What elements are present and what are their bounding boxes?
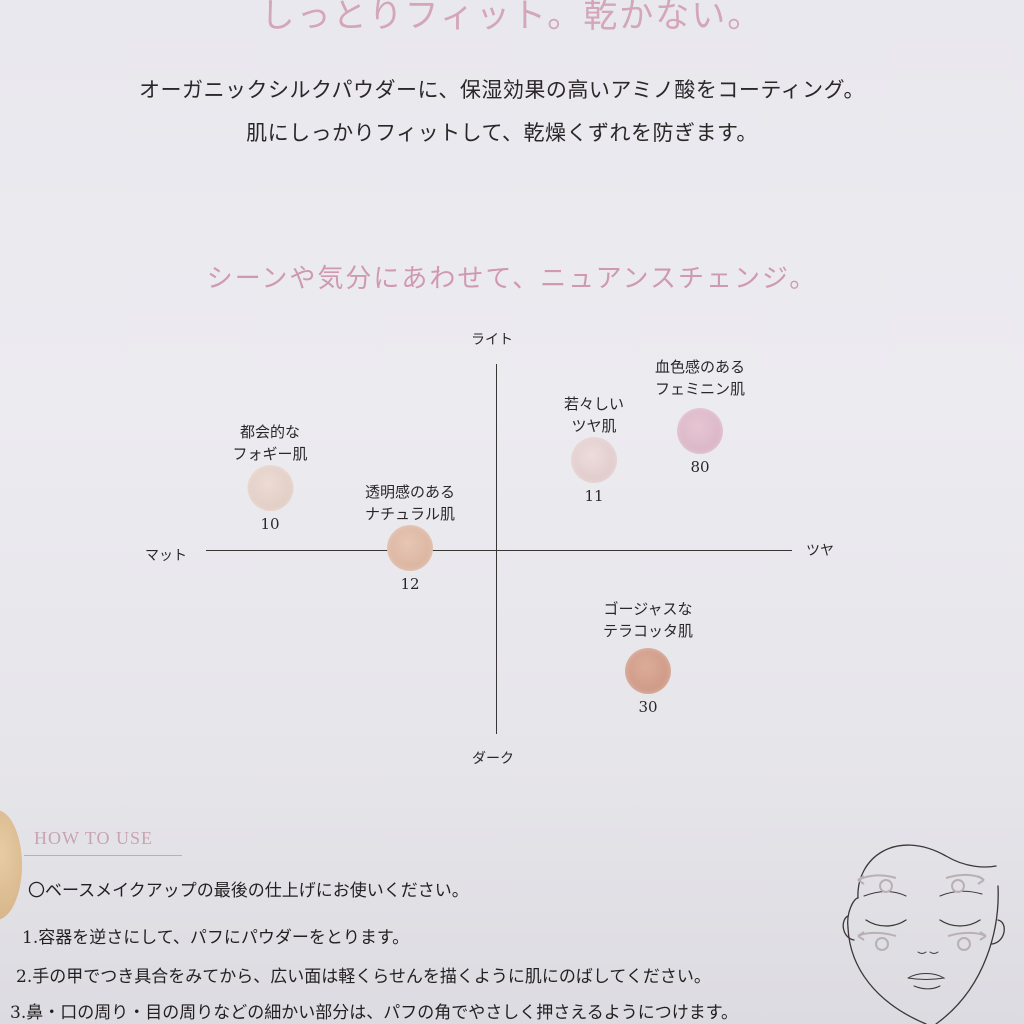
howto-step-3: 3.鼻・口の周り・目の周りなどの細かい部分は、パフの角でやさしく押さえるようにつ… bbox=[10, 1003, 739, 1023]
shade-label-line2: フォギー肌 bbox=[232, 445, 308, 463]
shade-swatch bbox=[570, 437, 617, 483]
shade-label-line1: 透明感のある bbox=[364, 483, 456, 501]
shade-label-line2: ツヤ肌 bbox=[571, 417, 617, 435]
shade-point-80[interactable]: 血色感のある フェミニン肌 80 bbox=[655, 356, 745, 478]
finger-edge bbox=[0, 810, 22, 920]
shade-label-line2: フェミニン肌 bbox=[654, 380, 746, 398]
shade-swatch bbox=[624, 648, 671, 694]
howto-title: HOW TO USE bbox=[34, 828, 154, 848]
shade-label-line2: ナチュラル肌 bbox=[364, 505, 456, 523]
axis-label-light: ライト bbox=[471, 332, 513, 348]
shade-point-10[interactable]: 都会的な フォギー肌 10 bbox=[232, 421, 307, 535]
shade-label-line1: 都会的な bbox=[239, 423, 301, 441]
axis-label-glow: ツヤ bbox=[806, 543, 834, 559]
shade-code: 80 bbox=[690, 458, 710, 476]
shade-swatch bbox=[386, 525, 433, 571]
section-subhead: シーンや気分にあわせて、ニュアンスチェンジ。 bbox=[206, 264, 818, 294]
y-axis-line bbox=[496, 364, 497, 734]
shade-code: 10 bbox=[260, 515, 280, 533]
x-axis-line bbox=[206, 550, 792, 551]
intro-line-1: オーガニックシルクパウダーに、保湿効果の高いアミノ酸をコーティング。 bbox=[139, 78, 865, 102]
shade-swatch bbox=[676, 408, 723, 454]
shade-point-12[interactable]: 透明感のある ナチュラル肌 12 bbox=[365, 481, 455, 595]
howto-underline bbox=[24, 855, 182, 856]
axis-label-dark: ダーク bbox=[472, 751, 514, 767]
howto-step-intro: 〇ベースメイクアップの最後の仕上げにお使いください。 bbox=[28, 881, 469, 901]
shade-label-line2: テラコッタ肌 bbox=[602, 622, 694, 640]
shade-label-line1: 血色感のある bbox=[654, 358, 746, 376]
howto-step-2: 2.手の甲でつき具合をみてから、広い面は軽くらせんを描くように肌にのばしてくださ… bbox=[16, 967, 711, 987]
face-application-diagram-icon bbox=[842, 844, 1005, 1024]
shade-code: 11 bbox=[584, 487, 604, 505]
shade-label-line1: ゴージャスな bbox=[603, 600, 693, 618]
shade-code: 12 bbox=[400, 575, 420, 593]
shade-swatch bbox=[246, 465, 293, 511]
shade-point-11[interactable]: 若々しい ツヤ肌 11 bbox=[564, 393, 624, 507]
shade-code: 30 bbox=[638, 698, 658, 716]
headline: しっとりフィット。乾かない。 bbox=[260, 0, 764, 36]
axis-label-matte: マット bbox=[145, 548, 187, 564]
shade-point-30[interactable]: ゴージャスな テラコッタ肌 30 bbox=[603, 598, 693, 718]
shade-label-line1: 若々しい bbox=[563, 395, 625, 413]
howto-step-1: 1.容器を逆さにして、パフにパウダーをとります。 bbox=[22, 928, 410, 948]
intro-line-2: 肌にしっかりフィットして、乾燥くずれを防ぎます。 bbox=[246, 121, 758, 145]
